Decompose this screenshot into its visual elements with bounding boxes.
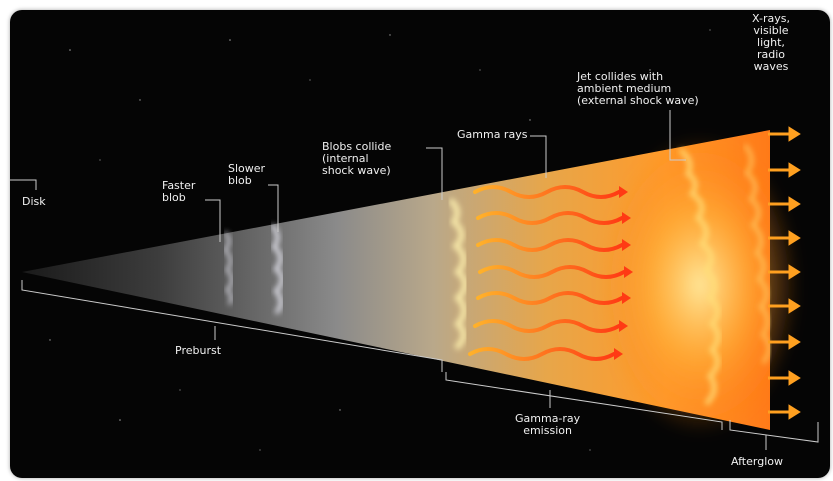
jet-collides-label: Jet collides with ambient medium (extern… bbox=[577, 71, 699, 107]
afterglow-label: Afterglow bbox=[731, 456, 783, 468]
gamma-ray-burst-illustration bbox=[10, 10, 830, 478]
gamma-emission-label: Gamma-ray emission bbox=[515, 413, 580, 437]
gamma-rays-label: Gamma rays bbox=[457, 129, 527, 141]
faster-blob-label: Faster blob bbox=[162, 180, 195, 204]
blobs-collide-label: Blobs collide (internal shock wave) bbox=[322, 141, 391, 177]
slower-blob-label: Slower blob bbox=[228, 163, 265, 187]
external-shock-glow bbox=[600, 135, 800, 435]
preburst-label: Preburst bbox=[175, 345, 221, 357]
disk-label: Disk bbox=[22, 196, 46, 208]
xrays-label: X-rays, visible light, radio waves bbox=[752, 13, 790, 73]
blobs-collide-leader bbox=[426, 148, 442, 200]
gamma-rays-leader bbox=[530, 136, 546, 178]
disk-leader bbox=[10, 180, 36, 190]
diagram-frame: Disk Faster blob Slower blob Blobs colli… bbox=[10, 10, 830, 478]
